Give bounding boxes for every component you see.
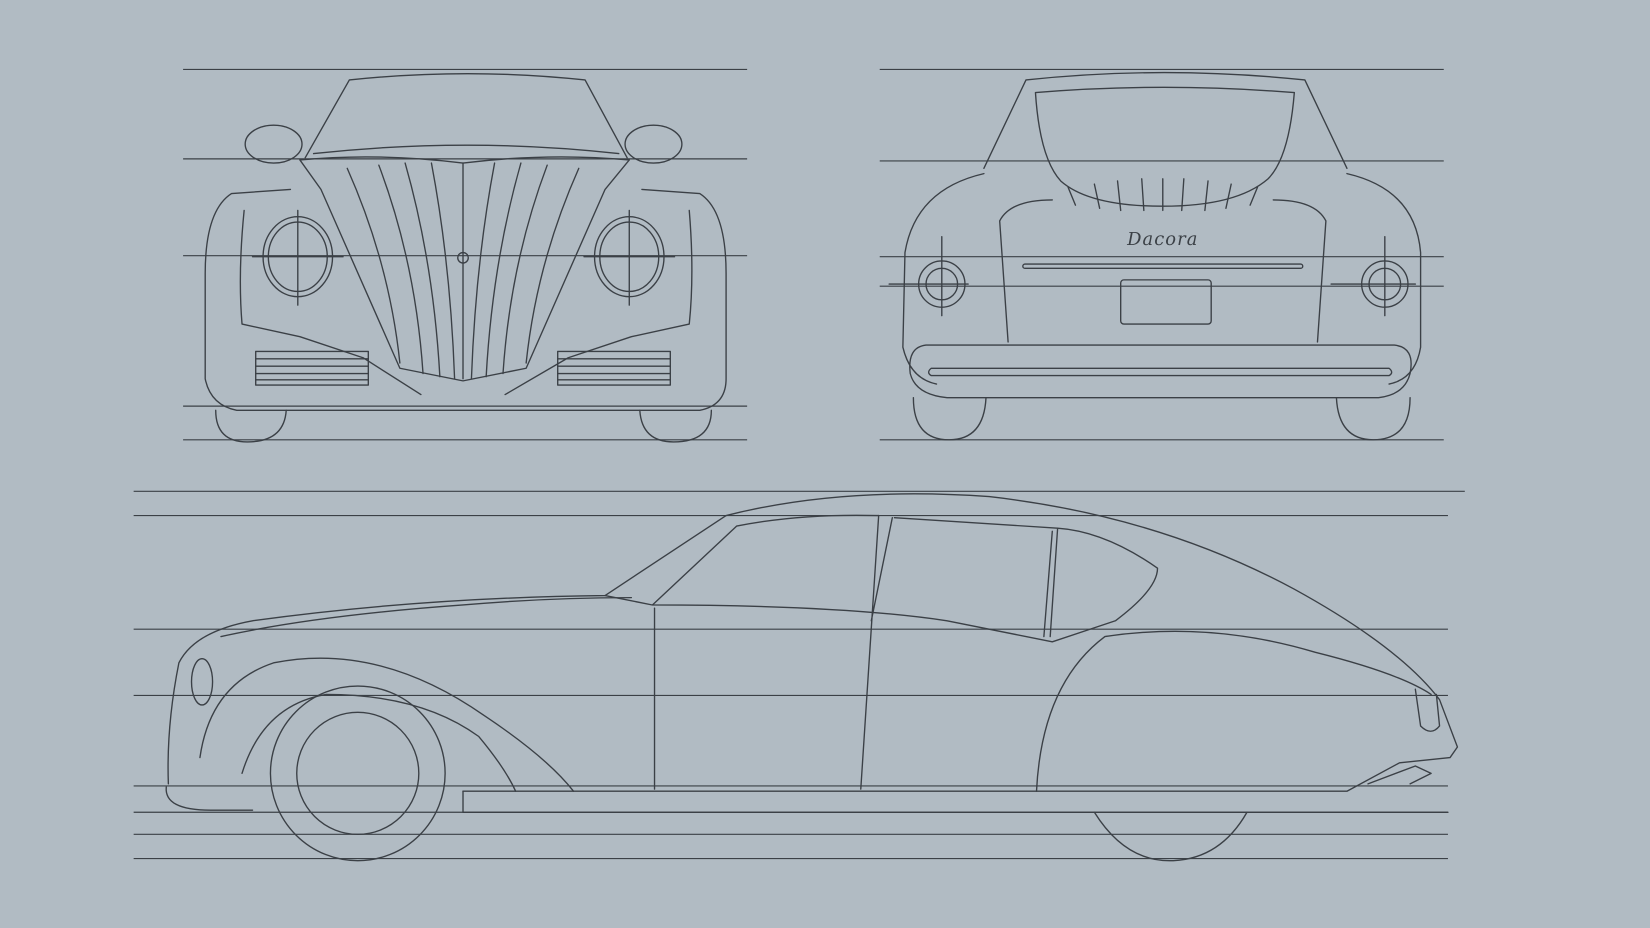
rear-view: Dacora	[879, 68, 1444, 441]
front-guide-lines	[183, 68, 748, 441]
rear-window	[1034, 86, 1296, 207]
side-headlight	[190, 657, 214, 706]
rear-wheel-left	[912, 397, 987, 441]
side-rear-wheel	[1093, 811, 1248, 862]
side-rear-fender	[1035, 630, 1432, 792]
front-body	[204, 188, 727, 412]
side-front-fender	[199, 657, 575, 792]
side-pillar-c	[1043, 528, 1059, 638]
license-plate	[1120, 279, 1212, 325]
rear-roof	[983, 71, 1348, 170]
front-vent-right	[557, 350, 671, 386]
rear-guide-lines	[879, 68, 1444, 441]
rear-bumper	[909, 344, 1412, 399]
rear-light-bar	[1022, 263, 1304, 269]
front-roof	[304, 72, 628, 159]
side-view	[133, 490, 1465, 862]
front-mirror-right	[624, 124, 683, 164]
brand-logo: Dacora	[1126, 229, 1198, 250]
rear-body	[902, 172, 1422, 385]
side-guide-lines	[133, 490, 1465, 860]
front-wheel-right	[639, 409, 713, 443]
side-pillar-b	[860, 514, 894, 790]
front-vent-left	[255, 350, 369, 386]
rear-wheel-right	[1335, 397, 1411, 441]
front-mirror-left	[244, 124, 303, 164]
side-body-outline	[167, 493, 1459, 792]
front-grille	[299, 156, 630, 382]
front-view	[183, 68, 748, 443]
front-wheel-left	[215, 409, 287, 443]
side-front-wheel	[269, 685, 446, 862]
